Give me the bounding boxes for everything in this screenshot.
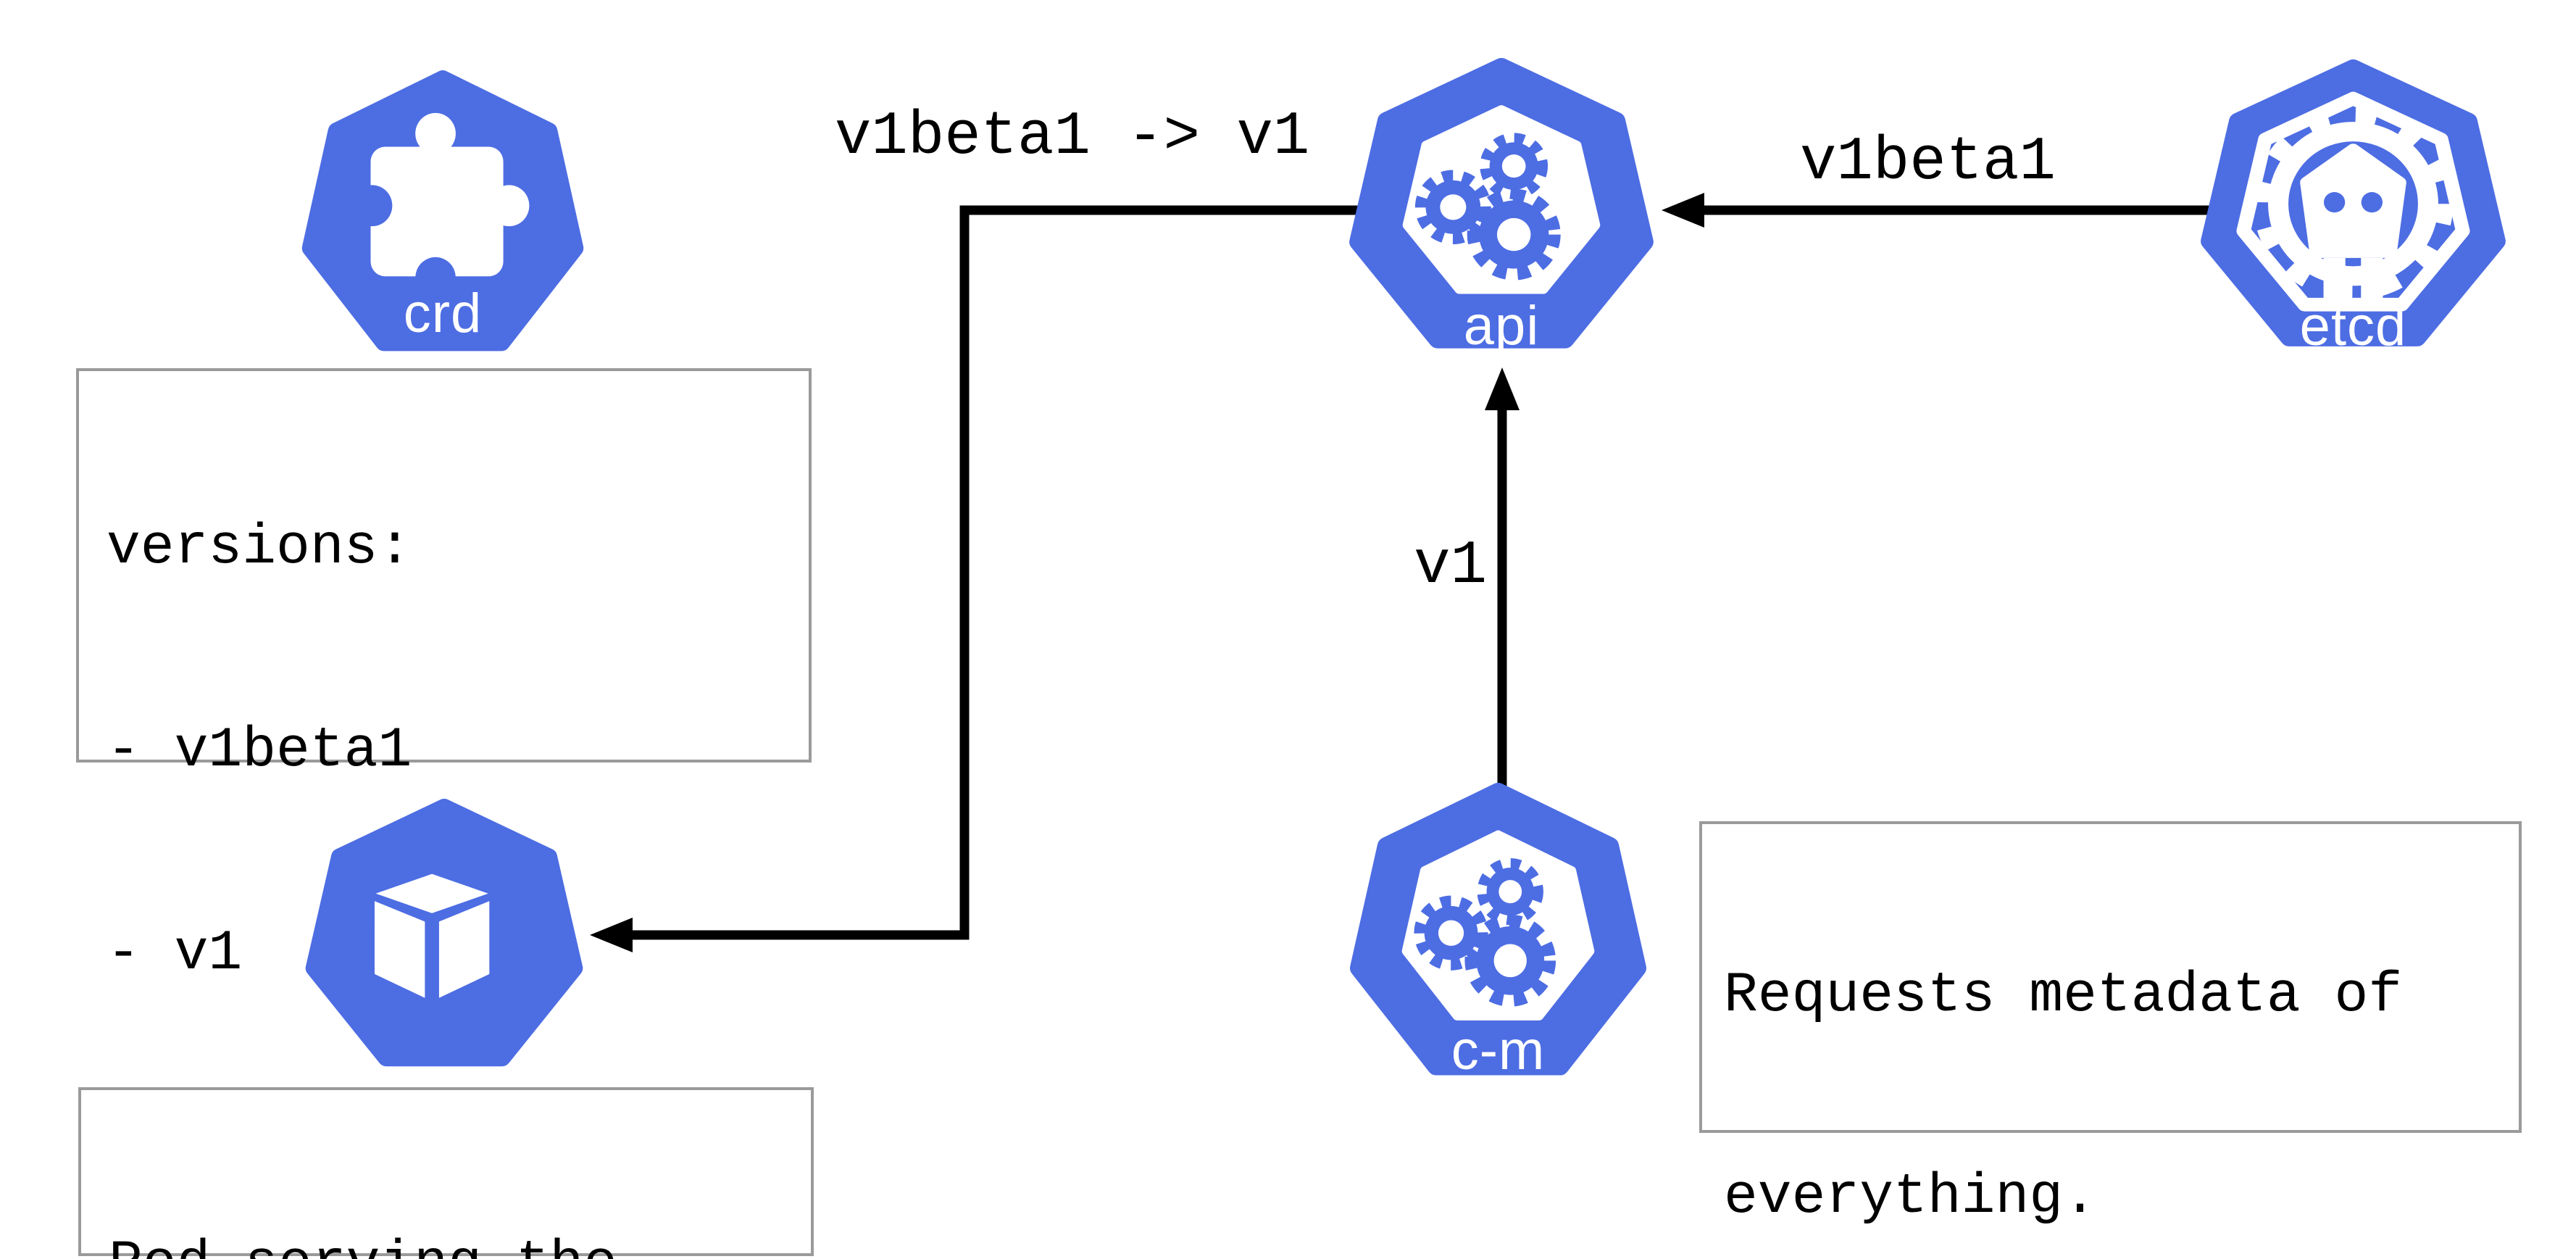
gears-icon — [1350, 783, 1646, 1076]
node-pod[interactable] — [302, 799, 586, 1079]
edge-label-api-to-pod: v1beta1 -> v1 — [835, 103, 1310, 172]
cm-requests-note: Requests metadata of everything. Version… — [1699, 821, 2522, 1229]
pod-webhook-note: Pod serving the conversion webhook — [78, 1087, 814, 1259]
note-line: versions: — [107, 516, 412, 580]
arrow-api-to-pod — [590, 205, 1377, 952]
note-line: Pod serving the — [109, 1226, 811, 1259]
node-cm[interactable]: c-m — [1346, 783, 1650, 1089]
edge-label-cm-to-api: v1 — [1414, 532, 1487, 601]
puzzle-icon — [301, 70, 584, 352]
crd-versions-note: versions: - v1beta1 - v1 storedVersion: … — [76, 368, 812, 1189]
note-line: everything. — [1724, 1165, 2097, 1229]
note-line: - v1 — [107, 922, 243, 986]
node-crd-label: crd — [403, 283, 483, 344]
node-cm-label: c-m — [1451, 1020, 1546, 1081]
node-etcd-label: etcd — [2299, 296, 2407, 357]
arrow-cm-to-api — [1485, 367, 1520, 797]
gears-icon — [1349, 58, 1654, 349]
cube-icon — [305, 799, 583, 1067]
arrow-etcd-to-api — [1662, 193, 2246, 228]
note-line: Requests metadata of — [1724, 964, 2403, 1028]
node-etcd[interactable]: etcd — [2197, 59, 2509, 360]
note-line: - v1beta1 — [107, 719, 412, 783]
node-api-label: api — [1463, 295, 1540, 357]
edge-label-etcd-to-api: v1beta1 — [1800, 128, 2056, 197]
node-api[interactable]: api — [1346, 58, 1657, 362]
etcd-gear-face-icon — [2201, 59, 2506, 346]
node-crd[interactable]: crd — [299, 70, 587, 365]
